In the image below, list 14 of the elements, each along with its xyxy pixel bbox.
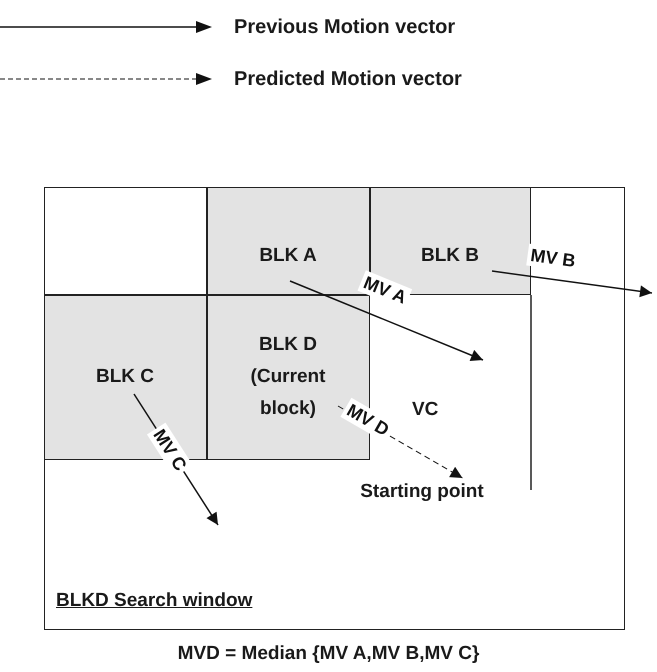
point-label: Starting point [360, 480, 484, 504]
block-label: BLK A [259, 244, 317, 268]
block-label: (Current block) [250, 365, 326, 421]
search-window-box [44, 187, 625, 630]
block-label: BLK B [420, 244, 480, 268]
legend-text: Predicted Motion vector [234, 67, 462, 92]
arrow [290, 280, 484, 361]
block-label: BLK C [96, 365, 154, 389]
caption: MVD = Median {MV A,MV B,MV C} [176, 642, 480, 666]
legend-text: Previous Motion vector [234, 15, 456, 40]
arrow [492, 270, 652, 298]
block-label: BLK D [258, 333, 318, 357]
window-title: BLKD Search window [56, 588, 252, 612]
region-label: VC [412, 398, 438, 422]
